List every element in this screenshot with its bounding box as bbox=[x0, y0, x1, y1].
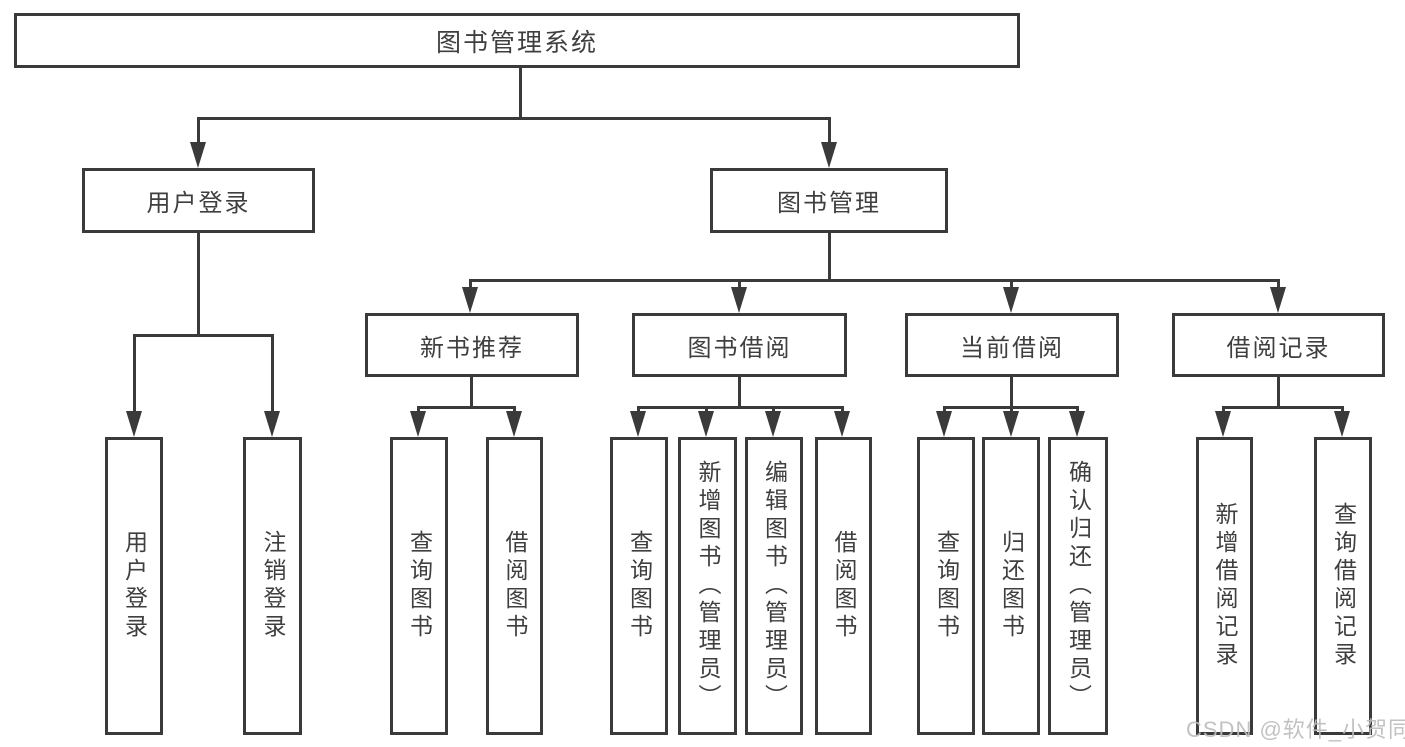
leaf-query-books-current: 查询图书 bbox=[917, 437, 975, 735]
arrow-down-icon bbox=[765, 411, 781, 437]
arrow-down-icon bbox=[630, 411, 646, 437]
arrow-down-icon bbox=[731, 287, 747, 313]
connector-line bbox=[469, 279, 1280, 282]
connector-line bbox=[828, 233, 831, 282]
node-user-login: 用户登录 bbox=[82, 168, 315, 233]
arrow-down-icon bbox=[1003, 411, 1019, 437]
arrow-down-icon bbox=[834, 411, 850, 437]
leaf-label: 借阅图书 bbox=[502, 530, 528, 642]
leaf-label: 新增借阅记录 bbox=[1212, 502, 1238, 670]
arrow-down-icon bbox=[936, 411, 952, 437]
connector-line bbox=[738, 377, 741, 408]
arrow-down-icon bbox=[1334, 411, 1350, 437]
arrow-down-icon bbox=[506, 411, 522, 437]
connector-line bbox=[828, 117, 831, 145]
leaf-user-login: 用户登录 bbox=[105, 437, 163, 735]
connector-line bbox=[197, 117, 200, 145]
node-current-borrowing: 当前借阅 bbox=[905, 313, 1119, 377]
leaf-borrow-books-recommend: 借阅图书 bbox=[486, 437, 543, 735]
connector-line bbox=[1010, 279, 1013, 291]
connector-line bbox=[470, 377, 473, 409]
connector-line bbox=[1010, 377, 1013, 409]
connector-line bbox=[738, 279, 741, 291]
connector-line bbox=[197, 233, 200, 337]
csdn-watermark: CSDN @软件_小贺同学 bbox=[1186, 717, 1405, 742]
leaf-label: 用户登录 bbox=[121, 530, 148, 642]
node-book-borrowing: 图书借阅 bbox=[632, 313, 847, 377]
leaf-borrow-books-borrowing: 借阅图书 bbox=[815, 437, 872, 735]
arrow-down-icon bbox=[821, 142, 837, 168]
leaf-label: 查询图书 bbox=[626, 530, 653, 642]
connector-line bbox=[133, 334, 136, 412]
arrow-down-icon bbox=[264, 411, 280, 437]
node-label: 图书管理系统 bbox=[435, 28, 598, 57]
leaf-add-borrow-record: 新增借阅记录 bbox=[1196, 437, 1253, 735]
leaf-edit-books-admin: 编辑图书（管理员） bbox=[745, 437, 803, 735]
leaf-return-books: 归还图书 bbox=[982, 437, 1040, 735]
node-root-library-management-system: 图书管理系统 bbox=[14, 13, 1020, 68]
leaf-query-borrow-record: 查询借阅记录 bbox=[1314, 437, 1372, 735]
leaf-confirm-return-admin: 确认归还（管理员） bbox=[1048, 437, 1108, 735]
node-label: 用户登录 bbox=[146, 190, 251, 217]
connector-line bbox=[133, 334, 274, 337]
arrow-down-icon bbox=[1270, 287, 1286, 313]
arrow-down-icon bbox=[410, 411, 426, 437]
arrow-down-icon bbox=[462, 287, 478, 313]
leaf-label: 查询图书 bbox=[933, 530, 960, 642]
leaf-label: 新增图书（管理员） bbox=[695, 460, 721, 712]
leaf-label: 确认归还（管理员） bbox=[1065, 460, 1092, 712]
arrow-down-icon bbox=[1215, 411, 1231, 437]
arrow-down-icon bbox=[190, 142, 206, 168]
connector-line bbox=[271, 334, 274, 412]
node-label: 新书推荐 bbox=[420, 334, 524, 362]
connector-line bbox=[197, 117, 831, 120]
connector-line bbox=[519, 68, 522, 118]
node-label: 当前借阅 bbox=[960, 334, 1064, 362]
node-label: 借阅记录 bbox=[1226, 334, 1331, 362]
connector-line bbox=[469, 279, 472, 291]
leaf-add-books-admin: 新增图书（管理员） bbox=[678, 437, 737, 735]
connector-line bbox=[1222, 406, 1344, 409]
leaf-logout: 注销登录 bbox=[243, 437, 302, 735]
leaf-query-books-borrowing: 查询图书 bbox=[610, 437, 668, 735]
leaf-query-books-recommend: 查询图书 bbox=[390, 437, 448, 735]
connector-line bbox=[1277, 377, 1280, 409]
leaf-label: 借阅图书 bbox=[831, 530, 857, 642]
leaf-label: 编辑图书（管理员） bbox=[761, 460, 788, 712]
arrow-down-icon bbox=[1003, 287, 1019, 313]
node-label: 图书借阅 bbox=[687, 334, 792, 362]
arrow-down-icon bbox=[126, 411, 142, 437]
connector-line bbox=[417, 406, 516, 409]
arrow-down-icon bbox=[1069, 411, 1085, 437]
node-label: 图书管理 bbox=[777, 190, 881, 217]
arrow-down-icon bbox=[698, 411, 714, 437]
connector-line bbox=[1277, 279, 1280, 291]
node-borrowing-records: 借阅记录 bbox=[1172, 313, 1385, 377]
connector-line bbox=[637, 406, 844, 409]
leaf-label: 查询借阅记录 bbox=[1330, 502, 1357, 670]
leaf-label: 查询图书 bbox=[406, 530, 433, 642]
node-book-management: 图书管理 bbox=[710, 168, 948, 233]
node-new-book-recommendation: 新书推荐 bbox=[365, 313, 579, 377]
leaf-label: 归还图书 bbox=[998, 530, 1025, 642]
leaf-label: 注销登录 bbox=[260, 530, 286, 642]
